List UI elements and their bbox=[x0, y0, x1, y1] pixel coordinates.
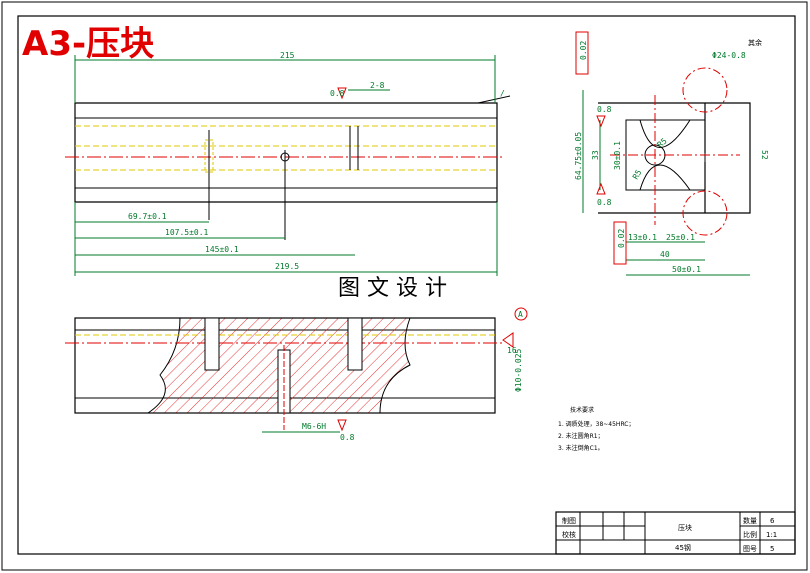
section-view: M6-6H 0.8 A 16 Φ10-0.025 bbox=[65, 307, 528, 442]
tb-no-label: 图号 bbox=[743, 545, 757, 553]
slope-mark: / bbox=[500, 89, 505, 98]
dim-d2: 107.5±0.1 bbox=[165, 228, 209, 237]
side-view: Φ24-0.8 其余 64.75±0.05 33 30±0.1 52 R5 R5… bbox=[574, 31, 769, 276]
tb-scale-label: 比例 bbox=[743, 530, 757, 539]
roughness-front: 0.8 bbox=[330, 89, 345, 98]
dim-circle-top: Φ24-0.8 bbox=[712, 51, 746, 60]
dim-width-50: 50±0.1 bbox=[672, 265, 701, 274]
tb-scale: 1:1 bbox=[766, 531, 777, 539]
roughness-section: 0.8 bbox=[340, 433, 355, 442]
tb-qty-label: 数量 bbox=[743, 516, 757, 525]
frame-top: 0.02 bbox=[579, 41, 588, 60]
dim-height-inner: 30±0.1 bbox=[613, 141, 622, 170]
dim-d4: 219.5 bbox=[275, 262, 299, 271]
dim-d1: 69.7±0.1 bbox=[128, 212, 167, 221]
dim-width-left: 13±0.1 bbox=[628, 233, 657, 242]
tech-note-2: 2. 未注圆角R1； bbox=[558, 432, 604, 440]
dim-overall-length: 215 bbox=[280, 51, 295, 60]
tb-drawn: 制图 bbox=[562, 516, 576, 525]
dim-width-right: 25±0.1 bbox=[666, 233, 695, 242]
drawing-title: A3-压块 bbox=[22, 24, 154, 64]
title-block: 制图 校核 压块 45钢 数量 6 比例 1:1 图号 5 bbox=[555, 511, 796, 555]
front-view: / 215 2-8 0.8 69.7±0.1 107.5±0.1 145±0.1… bbox=[65, 51, 511, 276]
dim-r-small: R5 bbox=[631, 168, 644, 181]
dim-height-outer: 64.75±0.05 bbox=[574, 132, 583, 180]
dim-height-mid: 33 bbox=[591, 150, 600, 160]
roughness-top: 0.8 bbox=[597, 105, 612, 114]
tech-notes-heading: 技术要求 bbox=[570, 406, 594, 414]
tech-note-1: 1. 调质处理，38~45HRC； bbox=[558, 420, 635, 428]
tb-qty: 6 bbox=[770, 517, 775, 525]
tech-note-3: 3. 未注倒角C1。 bbox=[558, 444, 604, 452]
label-other: 其余 bbox=[748, 38, 762, 47]
dim-width-40: 40 bbox=[660, 250, 670, 259]
dim-dia: Φ10-0.025 bbox=[514, 348, 523, 392]
tb-checked: 校核 bbox=[562, 530, 576, 539]
inner-border bbox=[17, 15, 796, 555]
dim-right-height: 52 bbox=[760, 150, 769, 160]
tb-no: 5 bbox=[770, 545, 774, 553]
frame-bottom: 0.02 bbox=[617, 229, 626, 248]
datum-label: A bbox=[518, 310, 523, 319]
watermark-text: 图 文 设 计 bbox=[338, 276, 447, 301]
dim-depth: 16 bbox=[507, 346, 517, 355]
dim-thread: M6-6H bbox=[302, 422, 326, 431]
tb-part-name: 压块 bbox=[678, 523, 692, 532]
dim-slope-top: 2-8 bbox=[370, 81, 385, 90]
dim-d3: 145±0.1 bbox=[205, 245, 239, 254]
tech-notes: 技术要求 1. 调质处理，38~45HRC； 2. 未注圆角R1； 3. 未注倒… bbox=[558, 406, 635, 452]
tb-material: 45钢 bbox=[675, 543, 691, 552]
roughness-bottom: 0.8 bbox=[597, 198, 612, 207]
